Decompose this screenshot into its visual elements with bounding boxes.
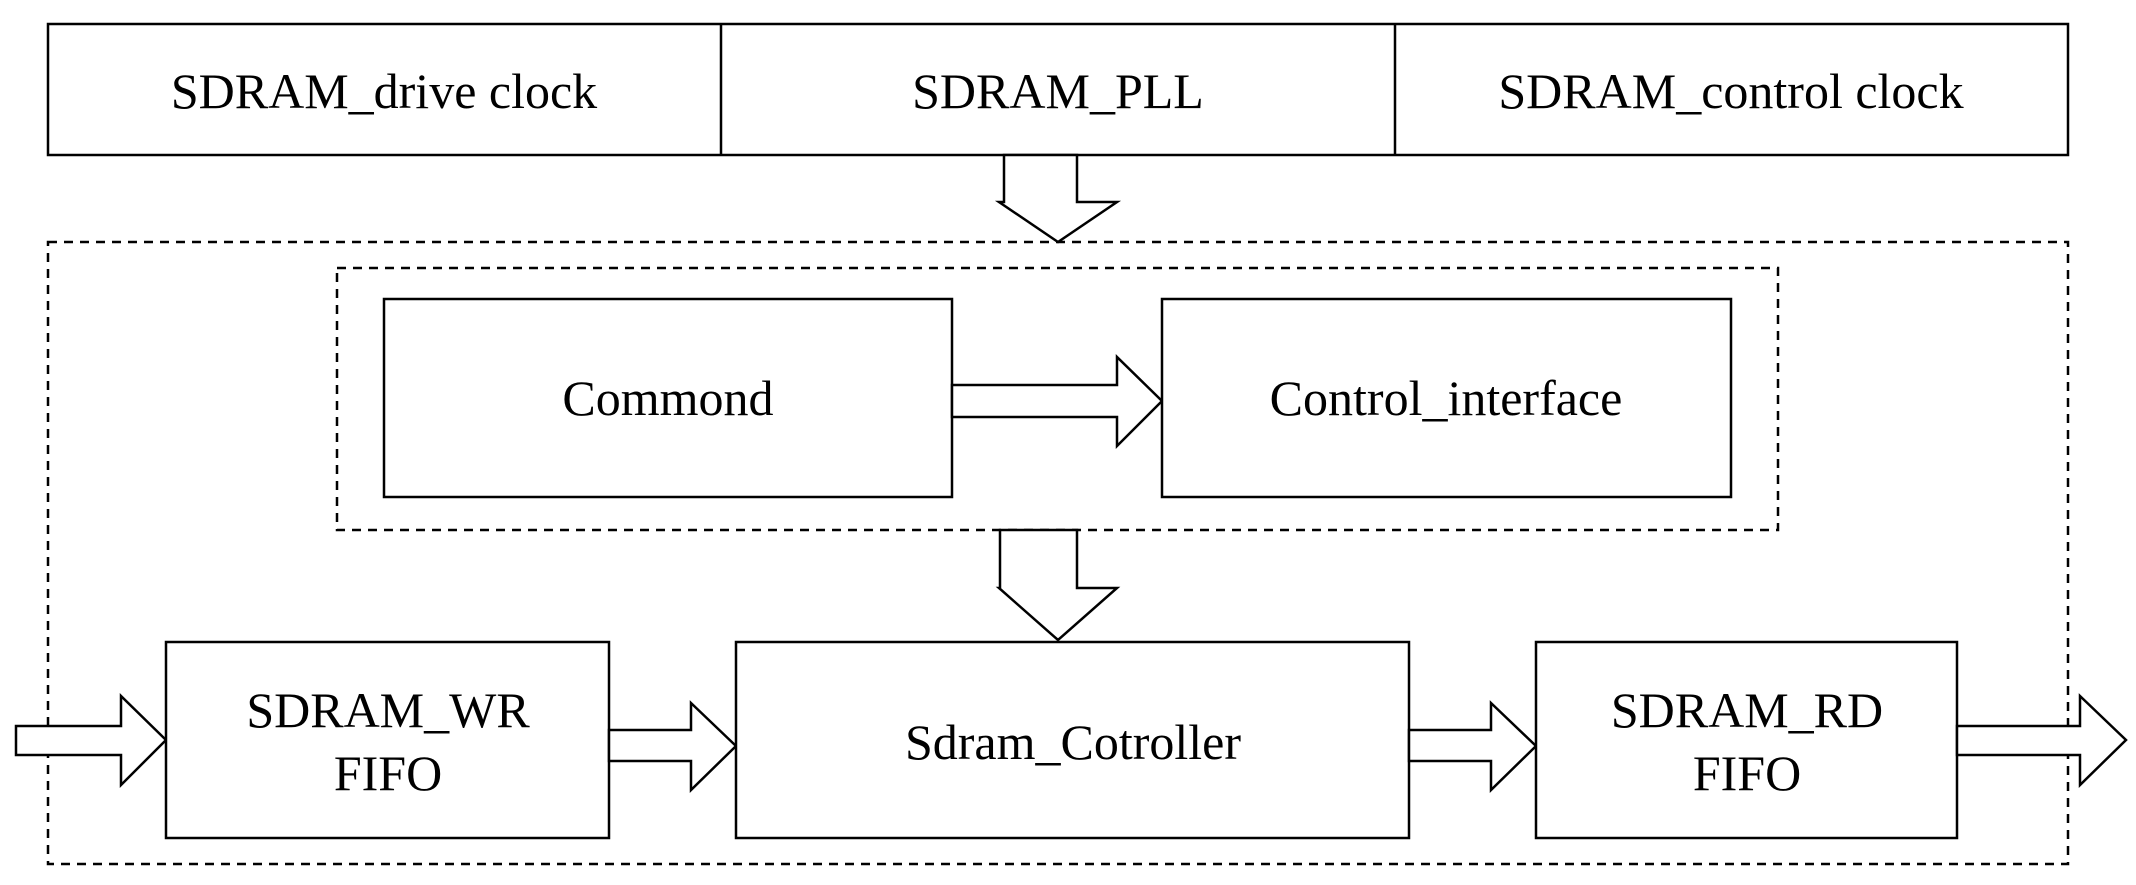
controller-label: Sdram_Cotroller [905, 714, 1241, 770]
input-arrow [14, 693, 168, 789]
rd-fifo-block: SDRAM_RD FIFO [1534, 640, 1959, 840]
commond-to-interface-arrow [950, 354, 1164, 450]
clock-bar: SDRAM_drive clock SDRAM_PLL SDRAM_contro… [46, 22, 2070, 157]
output-arrow [1955, 693, 2128, 788]
commond-block: Commond [382, 297, 954, 499]
clock-bar-frame [46, 22, 2070, 157]
control-interface-block: Control_interface [1160, 297, 1733, 499]
drive-clock-label: SDRAM_drive clock [171, 63, 597, 119]
command-to-controller-arrow [995, 528, 1121, 642]
pll-label: SDRAM_PLL [912, 63, 1204, 119]
rd-fifo-label-line1: SDRAM_RD [1611, 682, 1883, 738]
commond-box [382, 297, 954, 499]
rd-fifo-box [1534, 640, 1959, 840]
commond-label: Commond [562, 370, 773, 426]
control-interface-label: Control_interface [1270, 370, 1623, 426]
control-interface-box [1160, 297, 1733, 499]
control-clock-label: SDRAM_control clock [1498, 63, 1963, 119]
controller-box [734, 640, 1411, 840]
rd-fifo-label-line2: FIFO [1693, 745, 1801, 801]
wr-fifo-to-controller-arrow [607, 700, 738, 793]
wr-fifo-label-line1: SDRAM_WR [246, 682, 530, 738]
controller-block: Sdram_Cotroller [734, 640, 1411, 840]
wr-fifo-block: SDRAM_WR FIFO [164, 640, 611, 840]
wr-fifo-label-line2: FIFO [334, 745, 442, 801]
wr-fifo-box [164, 640, 611, 840]
pll-down-arrow [994, 153, 1122, 244]
controller-to-rd-fifo-arrow [1407, 700, 1538, 793]
sdram-module-boundary [46, 240, 2070, 866]
